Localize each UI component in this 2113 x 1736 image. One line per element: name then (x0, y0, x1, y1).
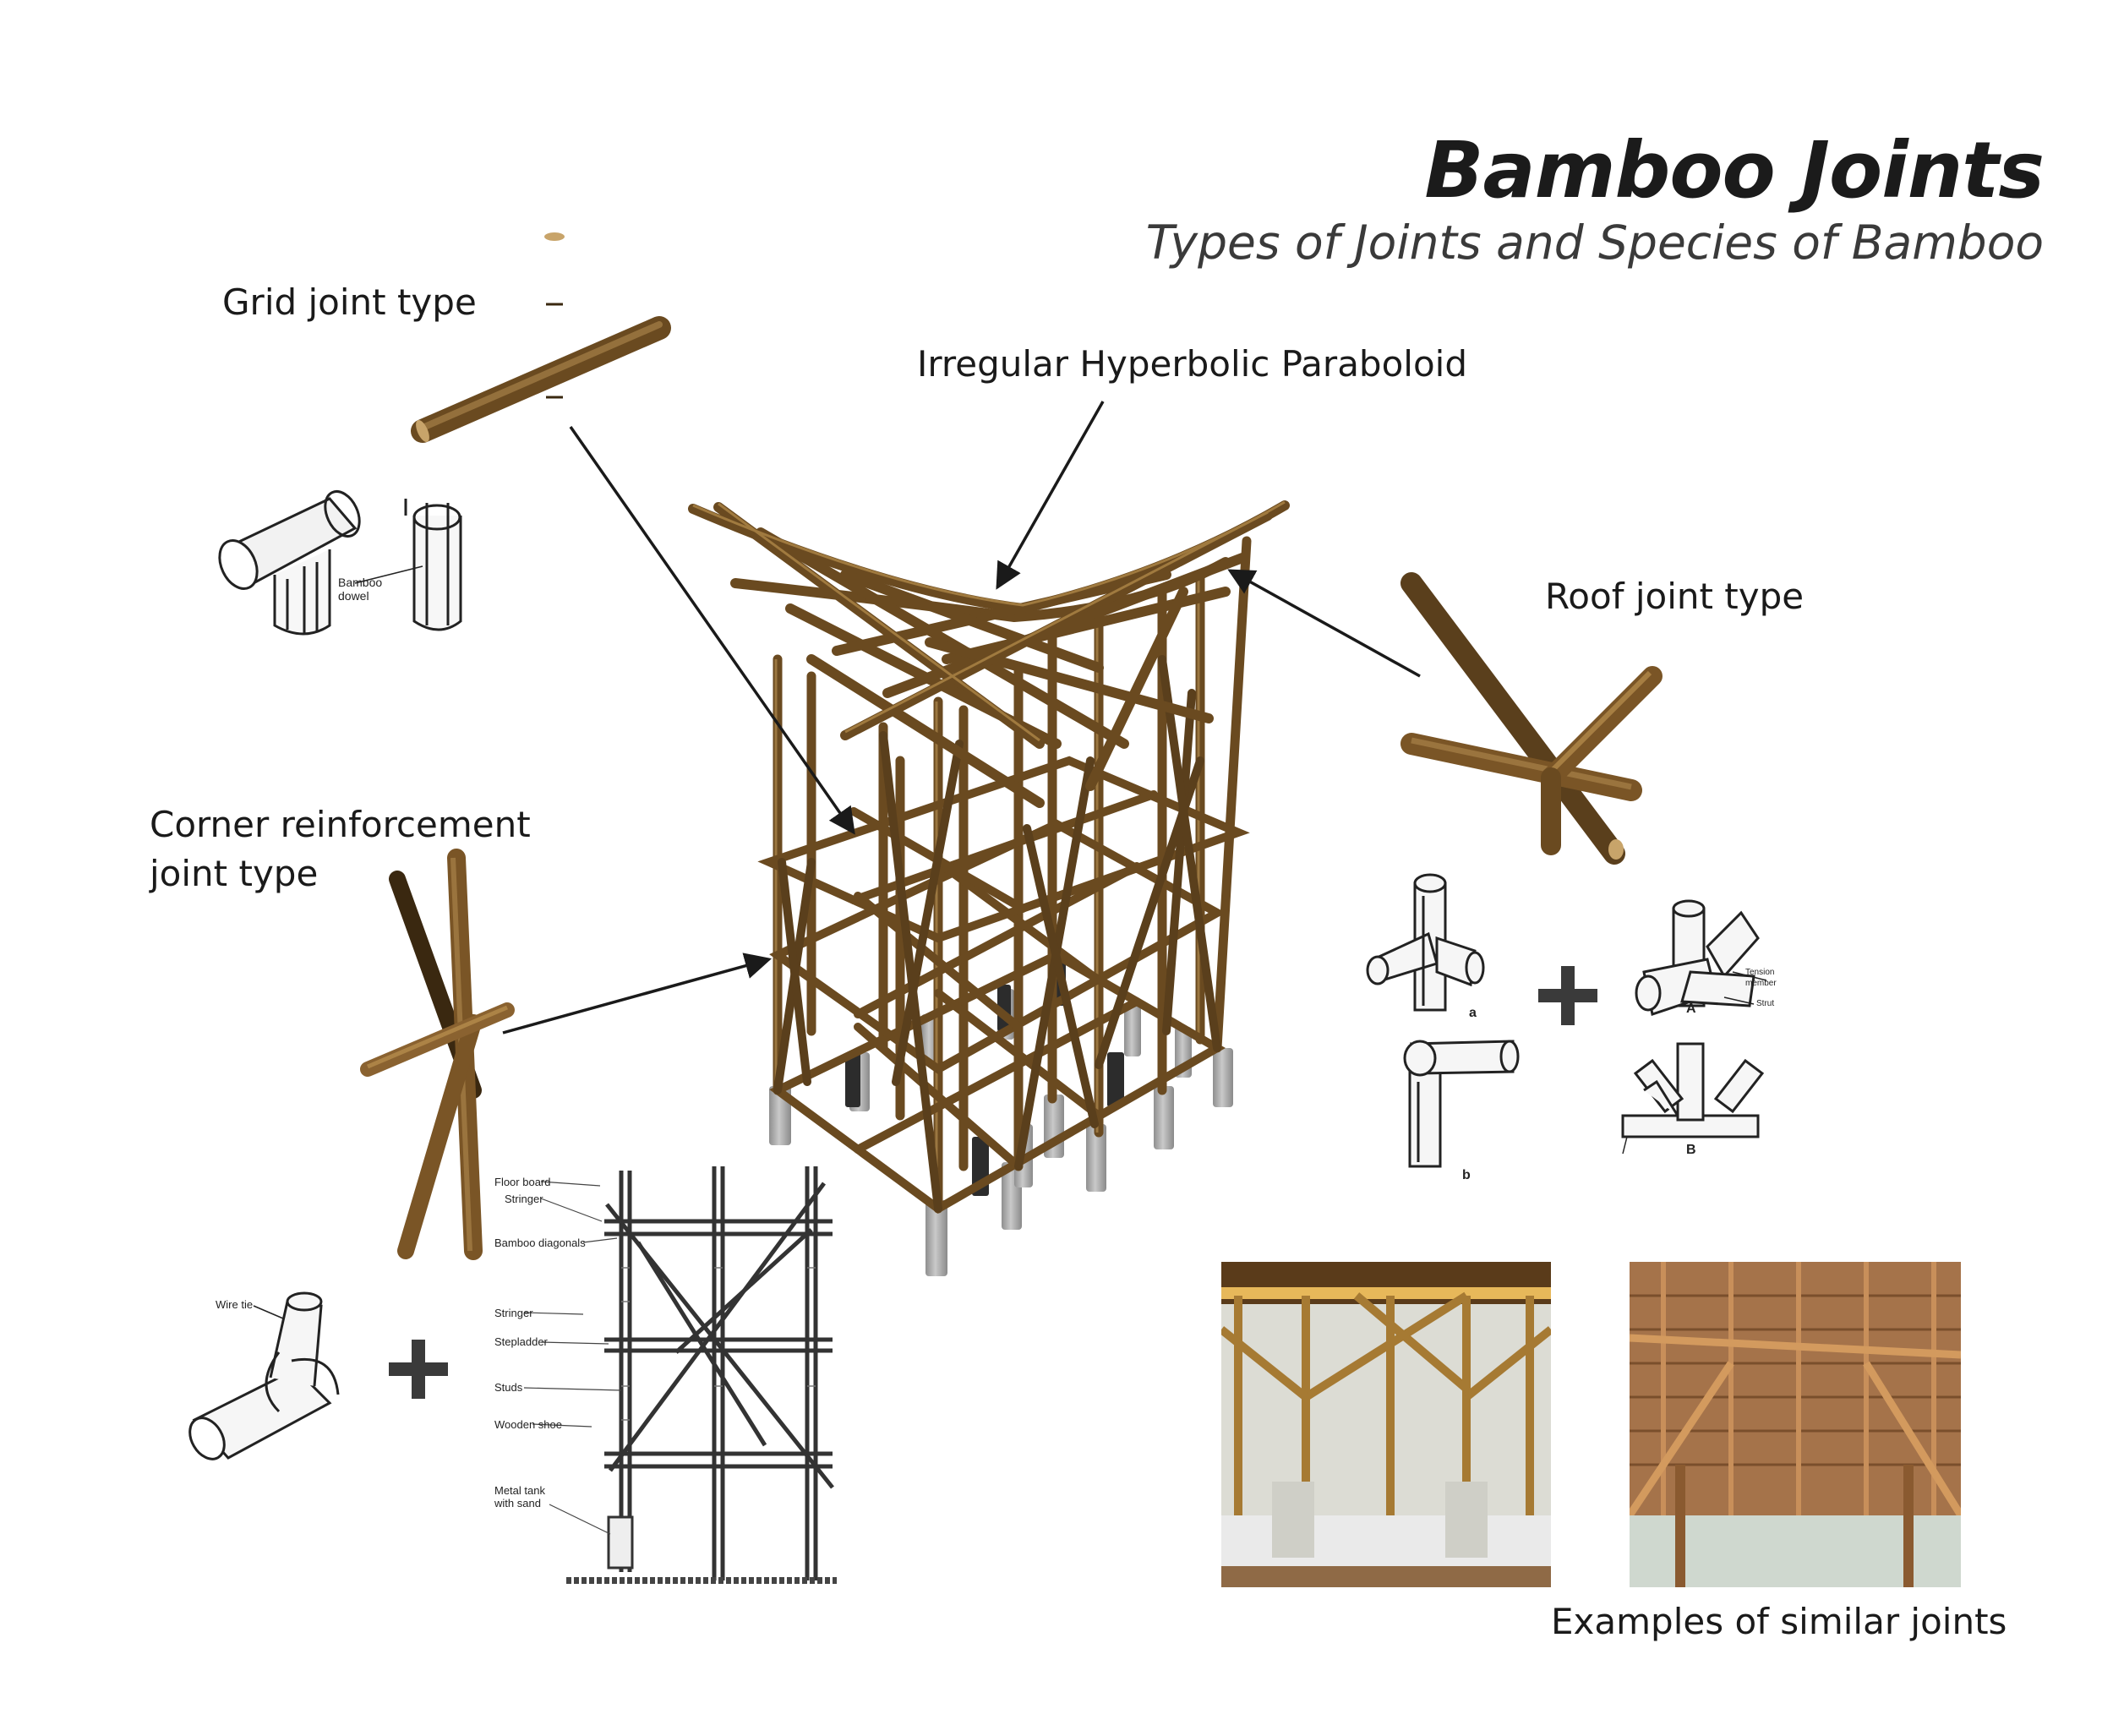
bamboo-dowel-note-line2: dowel (338, 589, 369, 603)
corner-joint-model (360, 849, 515, 1260)
hyperbolic-paraboloid-label: Irregular Hyperbolic Paraboloid (917, 343, 1467, 385)
elevation-stringer-top: Stringer (505, 1193, 543, 1205)
plus-icon-corner (389, 1340, 448, 1399)
wire-tie-sketch (188, 1291, 340, 1460)
page-title: Bamboo Joints (1424, 125, 2045, 216)
elevation-floor-board: Floor board (494, 1176, 550, 1188)
elevation-metal-tank-2: with sand (494, 1497, 541, 1509)
roof-joint-arrow (1227, 569, 1421, 678)
elevation-wooden-shoe: Wooden shoe (494, 1418, 562, 1431)
svg-text:b: b (1462, 1168, 1471, 1182)
elevation-studs: Studs (494, 1381, 523, 1394)
grid-joint-label: Grid joint type (222, 281, 477, 323)
svg-text:Tension: Tension (1745, 968, 1774, 977)
roof-joint-label: Roof joint type (1545, 576, 1805, 617)
roof-joint-sketch-b (1403, 1040, 1520, 1168)
roof-sketch-label-b: b (1462, 1168, 1471, 1182)
page-subtitle: Types of Joints and Species of Bamboo (1145, 216, 2044, 270)
roof-sketch-label-A: A (1686, 1002, 1696, 1016)
elevation-diagonals: Bamboo diagonals (494, 1236, 586, 1249)
svg-text:a: a (1469, 1006, 1477, 1020)
scaffold-elevation-sketch (523, 1166, 837, 1584)
bamboo-dowel-note-line1: Bamboo (338, 576, 382, 589)
corner-joint-label-line1: Corner reinforcement (150, 804, 531, 845)
elevation-metal-tank-1: Metal tank (494, 1484, 545, 1497)
examples-label: Examples of similar joints (1551, 1601, 2007, 1642)
example-photo-roof (1630, 1262, 1961, 1587)
svg-text:Wooden shoe: Wooden shoe (494, 1418, 562, 1431)
svg-text:Stringer: Stringer (494, 1307, 533, 1319)
roof-joint-sketch-a (1366, 873, 1485, 1012)
wire-tie-note: Wire tie (216, 1298, 253, 1311)
svg-text:Stepladder: Stepladder (494, 1335, 549, 1348)
tension-note-line1: Tension (1745, 968, 1774, 977)
corner-joint-label-line2: joint type (150, 853, 319, 894)
roof-joint-model (1400, 572, 1663, 865)
grid-joint-sketch (218, 490, 462, 636)
elevation-stepladder: Stepladder (494, 1335, 549, 1348)
roof-sketch-label-a: a (1469, 1006, 1477, 1020)
tension-note-line2: member (1745, 979, 1777, 988)
svg-text:Strut: Strut (1756, 999, 1774, 1008)
svg-text:Floor board: Floor board (494, 1176, 550, 1188)
svg-text:Stringer: Stringer (505, 1193, 543, 1205)
leader-arrows (502, 401, 1421, 1035)
plus-icon-roof (1538, 966, 1597, 1025)
elevation-stringer-mid: Stringer (494, 1307, 533, 1319)
hyperbolic-arrow (996, 401, 1105, 590)
svg-text:Metal tank: Metal tank (494, 1484, 545, 1497)
example-photo-wall (1221, 1262, 1551, 1587)
svg-text:member: member (1745, 979, 1777, 988)
central-bamboo-structure (688, 500, 1290, 1276)
grid-joint-model (411, 227, 671, 509)
svg-text:Bamboo diagonals: Bamboo diagonals (494, 1236, 586, 1249)
corner-joint-arrow (502, 953, 773, 1035)
roof-joint-sketch-A (1635, 899, 1767, 1016)
svg-text:Wire tie: Wire tie (216, 1298, 253, 1311)
svg-text:B: B (1686, 1143, 1696, 1157)
grid-joint-arrow (569, 425, 855, 835)
strut-note: Strut (1756, 999, 1774, 1008)
roof-joint-sketch-B (1621, 1042, 1765, 1155)
svg-text:with sand: with sand (494, 1497, 541, 1509)
svg-text:Studs: Studs (494, 1381, 523, 1394)
svg-text:A: A (1686, 1002, 1696, 1016)
roof-sketch-label-B: B (1686, 1143, 1696, 1157)
